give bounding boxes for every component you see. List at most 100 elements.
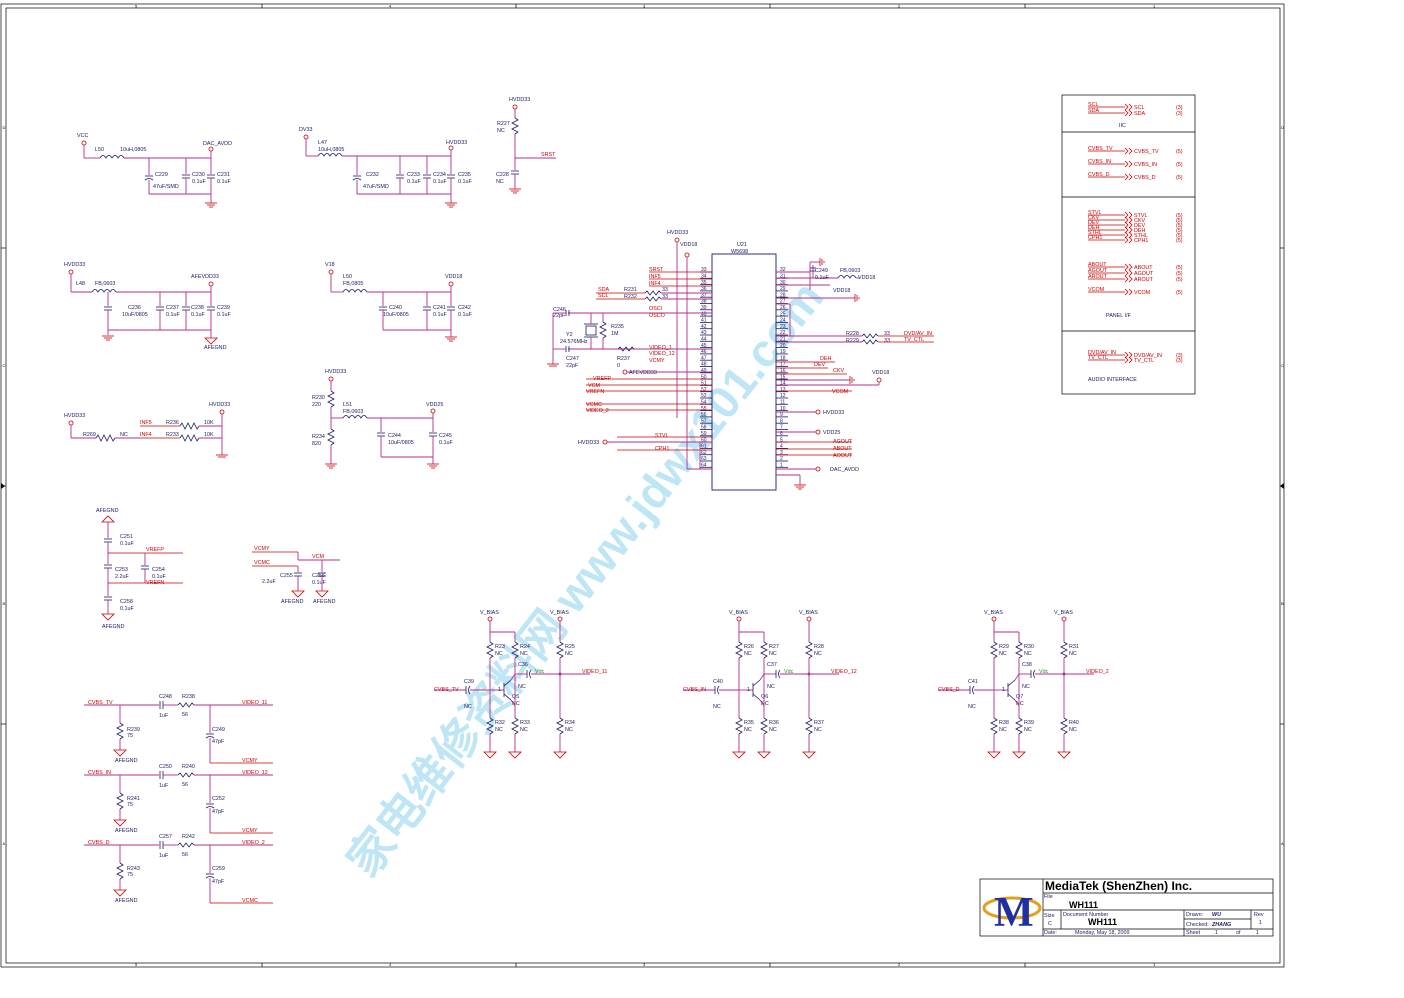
inf4-label: INF4 — [140, 432, 152, 438]
c247-ref: C247 — [566, 356, 579, 362]
hvdd33-chip-left-label: HVDD33 — [578, 440, 599, 446]
amp-top-res-ref: R31 — [1069, 644, 1079, 650]
conn-ref: (3) — [1176, 358, 1183, 364]
title-frame — [979, 878, 1274, 937]
amp-cout-val: NC — [1022, 684, 1030, 690]
afevdd33-chip-label: AFEVDD33 — [629, 370, 657, 376]
chip-right-pin-num: 9 — [780, 412, 783, 418]
row-label-left: C — [3, 363, 6, 368]
r230-ref: R230 — [312, 395, 325, 401]
chip-left-pin-num: 56 — [701, 412, 707, 418]
r269-ref: R269 — [83, 432, 96, 438]
c237-val: 0.1uF — [166, 312, 180, 318]
chip-right-pin-num: 19 — [780, 349, 786, 355]
c233-ref: C233 — [407, 172, 420, 178]
amp-cin-val: NC — [968, 704, 976, 710]
amp-bot-res-val: NC — [1024, 727, 1032, 733]
chip-video1-label: VIDEO_1 — [649, 345, 672, 351]
chip-right-pin-num: 5 — [780, 437, 783, 443]
r240-ref: R240 — [182, 764, 195, 770]
conn-ref: (5) — [1176, 233, 1183, 239]
c238-ref: C238 — [191, 305, 204, 311]
col-label-bot: 2 — [898, 962, 901, 967]
vbias-label: V_BIAS — [550, 610, 569, 616]
chip-inf4-label: INF4 — [649, 281, 661, 287]
dac-avdd-filter: VCC L50 10uH,0805 DAC_AVDD C229 47uF/SMD… — [77, 133, 232, 208]
amp-cin-val: NC — [713, 704, 721, 710]
sheet-label: Sheet — [1186, 930, 1201, 936]
agout-label: AGOUT — [833, 439, 853, 445]
l50b-ref: L50 — [343, 274, 352, 280]
vdd18-right2-label: VDD18 — [833, 288, 850, 294]
date-value: Monday, May 18, 2009 — [1075, 930, 1129, 936]
chip-inf5-label: INF5 — [649, 274, 661, 280]
c234-val: 0.1uF — [433, 179, 447, 185]
amp-top-res-val: NC — [744, 651, 752, 657]
c258-val: 0.1uF — [120, 606, 134, 612]
hvdd33-inf-label: HVDD33 — [209, 402, 230, 408]
conn-ref: (5) — [1176, 218, 1183, 224]
c247-val: 22pF — [566, 363, 579, 369]
chip-left-pin-num: 61 — [701, 444, 707, 450]
chip-left-pin-num: 64 — [701, 463, 707, 469]
c242-val: 0.1uF — [458, 312, 472, 318]
amp-vdc-label: Vdc — [784, 669, 794, 675]
chip-srst-label: SRST — [649, 267, 664, 273]
conn-net-right: CPH1 — [1134, 238, 1148, 244]
afegnd-vcm2-label: AFEGND — [313, 599, 336, 605]
input-filter-tv: CVBS_TV C248 1uF R238 56 VIDEO_11 R239 7… — [84, 694, 273, 764]
c241-val: 0.1uF — [433, 312, 447, 318]
inf-pullups: HVDD33 INF5 R236 10K INF4 R233 10K HVDD3… — [64, 402, 230, 458]
chip-left-pin-num: 47 — [701, 355, 707, 361]
chip-part: W5698 — [731, 249, 748, 255]
chip-left-pin-num: 37 — [701, 292, 707, 298]
c259-val: 47pF — [212, 879, 225, 885]
chip-cph1-label: CPH1 — [655, 446, 669, 452]
r231-val: 33 — [662, 287, 668, 293]
amp-top-res-val: NC — [999, 651, 1007, 657]
row-label-left: D — [3, 125, 6, 130]
amp-base-pin: 1 — [498, 687, 501, 693]
col-label-bot: 1 — [1153, 962, 1156, 967]
conn-net-left: DEV — [1088, 220, 1099, 226]
amp-bot-res-ref: R40 — [1069, 720, 1079, 726]
row-label-right: B — [1281, 601, 1284, 606]
amp-q-ref: Q7 — [1016, 694, 1023, 700]
conn-net-right: VCOM — [1134, 290, 1151, 296]
afegnd-label-1: AFEGND — [204, 345, 227, 351]
r229-ref: R229 — [846, 338, 859, 344]
chip-u21: U21 W5698 333435363738394041424344454647… — [547, 230, 934, 491]
checked-value: ZHANG — [1211, 922, 1232, 928]
c229-val: 47uF/SMD — [153, 184, 179, 190]
docnum-value: WH111 — [1088, 917, 1117, 927]
srst-reset: HVDD33 R227 NC SRST C228 NC — [496, 97, 556, 194]
row-label-left: B — [3, 601, 6, 606]
amp-bot-res-val: NC — [495, 727, 503, 733]
r234-ref: R234 — [312, 434, 325, 440]
audio-title: AUDIO INTERFACE — [1088, 377, 1137, 383]
conn-net-left: DEH — [1088, 225, 1099, 231]
sheet-value: 1 — [1215, 930, 1218, 936]
ckv-label: CKV — [833, 368, 844, 374]
c257-ref: C257 — [159, 834, 172, 840]
chip-right-pin-num: 14 — [780, 381, 786, 387]
conn-net-left: ABOUT — [1088, 262, 1107, 268]
c258-ref: C258 — [120, 599, 133, 605]
chip-right-pin-num: 11 — [780, 400, 785, 406]
r238-val: 56 — [182, 712, 188, 718]
c246-ref: C246 — [553, 307, 566, 313]
r242-val: 56 — [182, 852, 188, 858]
chip-left-pin-num: 35 — [701, 280, 707, 286]
amp-base-pin: 1 — [1002, 687, 1005, 693]
chip-left-pin-num: 39 — [701, 305, 707, 311]
conn-net-left: TV_CTL — [1088, 355, 1108, 361]
r243-ref: R243 — [127, 866, 140, 872]
dv33-label: DV33 — [299, 127, 313, 133]
r231-ref: R231 — [624, 287, 637, 293]
amp-bot-res-ref: R37 — [814, 720, 824, 726]
l51-val: FB,0603 — [343, 409, 363, 415]
conn-ref: (5) — [1176, 223, 1183, 229]
conn-net-right: SDA — [1134, 111, 1145, 117]
